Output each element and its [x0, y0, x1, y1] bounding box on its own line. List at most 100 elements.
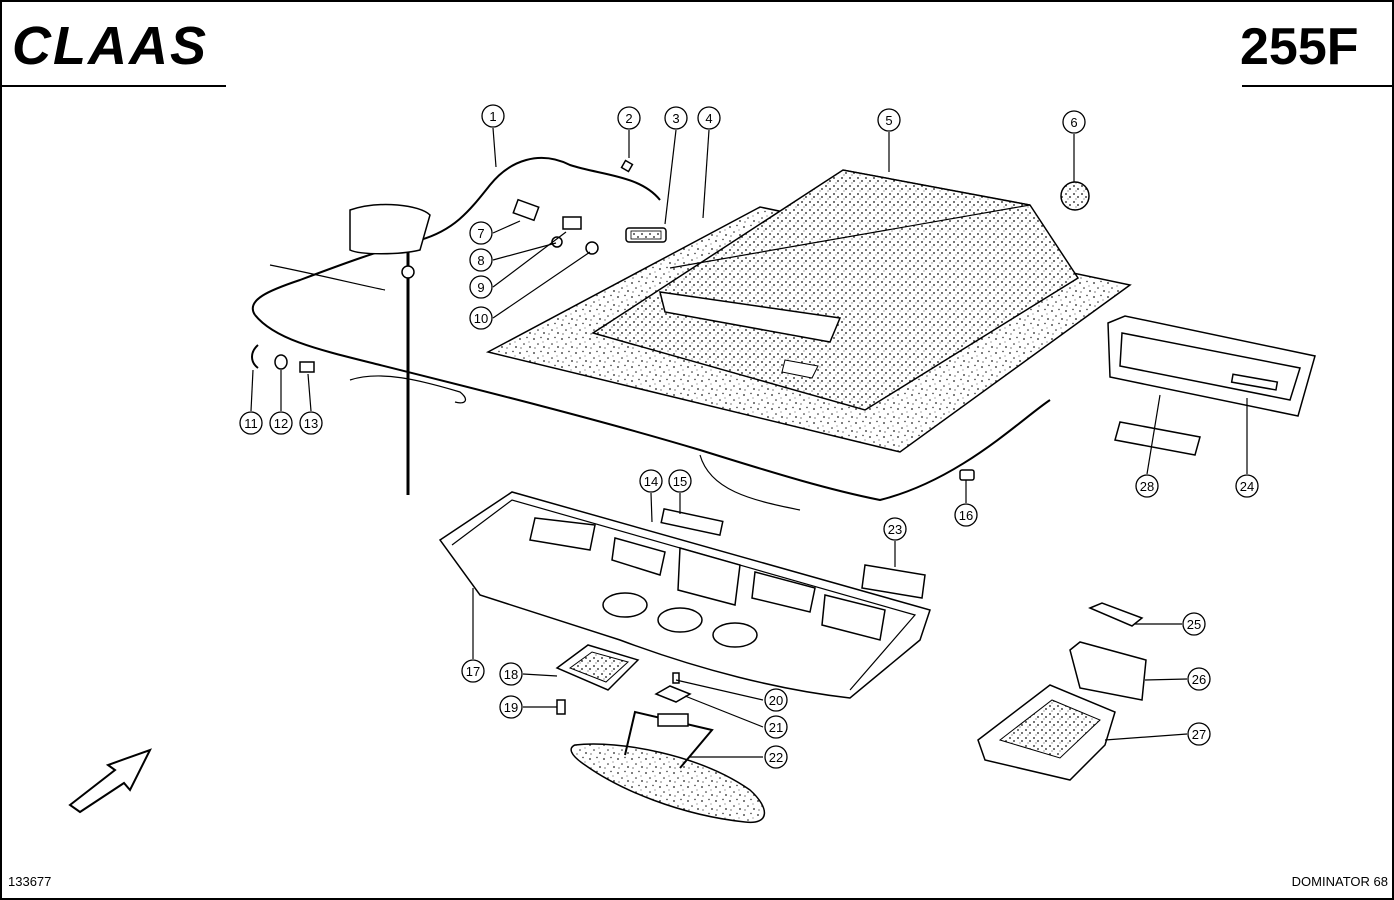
- callout-27: 27: [1187, 722, 1211, 746]
- callout-number: 25: [1187, 617, 1201, 632]
- part-switches: [512, 159, 634, 255]
- callout-number: 26: [1192, 672, 1206, 687]
- callout-number: 6: [1070, 115, 1077, 130]
- callout-number: 22: [769, 750, 783, 765]
- callout-circle: [764, 715, 788, 739]
- callout-circle: [469, 275, 493, 299]
- callout-circle: [639, 469, 663, 493]
- part-wiring-harness: [251, 156, 1051, 511]
- callout-number: 16: [959, 508, 973, 523]
- callout-number: 10: [474, 311, 488, 326]
- callout-circle: [697, 106, 721, 130]
- callout-circle: [299, 411, 323, 435]
- callout-4: 4: [697, 106, 721, 130]
- callout-26: 26: [1187, 667, 1211, 691]
- callout-circle: [481, 104, 505, 128]
- callout-number: 8: [477, 253, 484, 268]
- callout-20: 20: [764, 688, 788, 712]
- callout-number: 5: [885, 113, 892, 128]
- callout-circle: [1187, 722, 1211, 746]
- callout-number: 21: [769, 720, 783, 735]
- callout-circle: [469, 221, 493, 245]
- callout-circle: [883, 517, 907, 541]
- callout-10: 10: [469, 306, 493, 330]
- callout-16: 16: [954, 503, 978, 527]
- callout-number: 19: [504, 700, 518, 715]
- part-clips: [251, 344, 315, 373]
- callout-11: 11: [239, 411, 263, 435]
- callout-circle: [469, 306, 493, 330]
- callout-number: 7: [477, 226, 484, 241]
- part-mount-plate: [654, 672, 692, 703]
- part-sun-visor: [570, 710, 766, 824]
- callout-circle: [1135, 474, 1159, 498]
- brand-logo: CLAAS: [12, 16, 208, 76]
- callout-leaders: [250, 127, 1248, 758]
- callout-number: 20: [769, 693, 783, 708]
- part-roof-lining: [485, 169, 1132, 453]
- callout-circle: [954, 503, 978, 527]
- callout-number: 18: [504, 667, 518, 682]
- callout-number: 15: [673, 474, 687, 489]
- callout-circle: [269, 411, 293, 435]
- model-name: DOMINATOR 68: [1292, 874, 1388, 889]
- callout-5: 5: [877, 108, 901, 132]
- callout-circle: [1062, 110, 1086, 134]
- callout-15: 15: [668, 469, 692, 493]
- callout-number: 24: [1240, 479, 1254, 494]
- part-console-panel: [1107, 315, 1316, 456]
- part-round-grille: [1060, 181, 1090, 211]
- callout-circle: [1235, 474, 1259, 498]
- callout-24: 24: [1235, 474, 1259, 498]
- part-storage-box: [977, 602, 1147, 781]
- callout-9: 9: [469, 275, 493, 299]
- drawing-number: 133677: [8, 874, 51, 889]
- callout-8: 8: [469, 248, 493, 272]
- callout-22: 22: [764, 745, 788, 769]
- callout-14: 14: [639, 469, 663, 493]
- callout-17: 17: [461, 659, 485, 683]
- part-interior-lamp: [625, 227, 667, 243]
- callout-circle: [668, 469, 692, 493]
- callout-number: 11: [244, 416, 258, 431]
- callout-number: 2: [625, 111, 632, 126]
- callout-1: 1: [481, 104, 505, 128]
- callout-3: 3: [664, 106, 688, 130]
- callout-circle: [469, 248, 493, 272]
- callout-circle: [764, 745, 788, 769]
- callout-circle: [239, 411, 263, 435]
- callout-circle: [1187, 667, 1211, 691]
- callout-circle: [877, 108, 901, 132]
- callout-number: 23: [888, 522, 902, 537]
- callout-number: 4: [705, 111, 712, 126]
- callout-23: 23: [883, 517, 907, 541]
- callout-number: 9: [477, 280, 484, 295]
- direction-arrow-icon: [68, 748, 153, 814]
- callout-18: 18: [499, 662, 523, 686]
- callout-number: 17: [466, 664, 480, 679]
- callout-21: 21: [764, 715, 788, 739]
- part-connector-strip: [660, 508, 724, 536]
- callout-number: 14: [644, 474, 658, 489]
- part-bracket: [861, 564, 926, 599]
- callout-28: 28: [1135, 474, 1159, 498]
- callout-number: 12: [274, 416, 288, 431]
- plate-number: 255F: [1240, 18, 1359, 76]
- callout-number: 27: [1192, 727, 1206, 742]
- callout-circle: [1182, 612, 1206, 636]
- callout-19: 19: [499, 695, 523, 719]
- part-speaker-grille: [555, 644, 640, 715]
- part-main-tray: [438, 491, 931, 699]
- callout-circle: [764, 688, 788, 712]
- callout-13: 13: [299, 411, 323, 435]
- callout-circle: [499, 662, 523, 686]
- callout-circle: [617, 106, 641, 130]
- callout-2: 2: [617, 106, 641, 130]
- part-cable-clip: [959, 469, 975, 481]
- callout-6: 6: [1062, 110, 1086, 134]
- callout-circle: [461, 659, 485, 683]
- callout-circle: [499, 695, 523, 719]
